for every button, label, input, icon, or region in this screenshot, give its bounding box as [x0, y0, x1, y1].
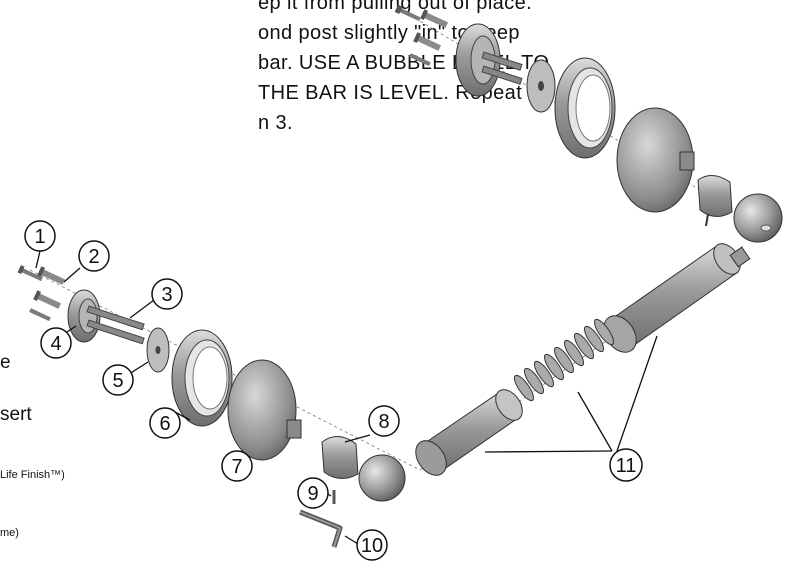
- callout-4-circle: [40, 327, 72, 359]
- fragment-sert: sert: [0, 404, 32, 425]
- callout-11: 11: [616, 455, 637, 477]
- fragment-finish: Life Finish™): [0, 469, 65, 481]
- upper-screws: [394, 4, 449, 67]
- instruction-line-5: n 3.: [258, 112, 293, 134]
- bar-spring: [513, 318, 615, 402]
- bar-tube-short: [415, 389, 523, 476]
- callout-numbers: 1 2 3 4 5 6 7 8 9 10 11: [34, 226, 636, 557]
- lower-screws: [17, 265, 66, 322]
- fragment-me: me): [0, 527, 19, 539]
- lower-flange: [67, 289, 145, 345]
- callout-10: 10: [361, 535, 383, 557]
- callout-7-circle: [221, 450, 253, 482]
- callout-1: 1: [34, 226, 45, 248]
- callout-8-circle: [368, 405, 400, 437]
- axis-guides: [29, 14, 746, 471]
- callout-8: 8: [378, 411, 389, 433]
- callout-5: 5: [112, 370, 123, 392]
- lower-connector: [321, 436, 406, 502]
- callout-10-circle: [356, 529, 388, 561]
- upper-dome: [616, 107, 695, 213]
- callout-circles: [24, 220, 643, 561]
- callout-9: 9: [307, 483, 318, 505]
- callout-11-circle: [609, 448, 643, 482]
- callout-3: 3: [161, 284, 172, 306]
- instruction-line-1: ep it from pulling out of place.: [258, 0, 533, 14]
- bar-tube-long: [603, 243, 751, 353]
- lower-ring-cover: [171, 329, 233, 427]
- callout-4: 4: [50, 333, 61, 355]
- callout-7: 7: [231, 456, 242, 478]
- callout-3-circle: [151, 278, 183, 310]
- callout-2-circle: [78, 240, 110, 272]
- upper-flange: [455, 23, 523, 97]
- upper-connector: [697, 175, 783, 243]
- instruction-line-2: ond post slightly "in" to keep: [258, 22, 520, 44]
- callout-6: 6: [159, 413, 170, 435]
- instruction-line-4: THE BAR IS LEVEL. Repeat: [258, 82, 523, 104]
- upper-ring-cover: [554, 57, 616, 159]
- hex-key: [299, 509, 343, 548]
- leader-lines: [35, 250, 658, 545]
- callout-2: 2: [88, 246, 99, 268]
- lower-dome: [227, 359, 302, 461]
- callout-5-circle: [102, 364, 134, 396]
- callout-1-circle: [24, 220, 56, 252]
- fragment-e: e: [0, 352, 11, 373]
- callout-6-circle: [149, 407, 181, 439]
- callout-9-circle: [297, 477, 329, 509]
